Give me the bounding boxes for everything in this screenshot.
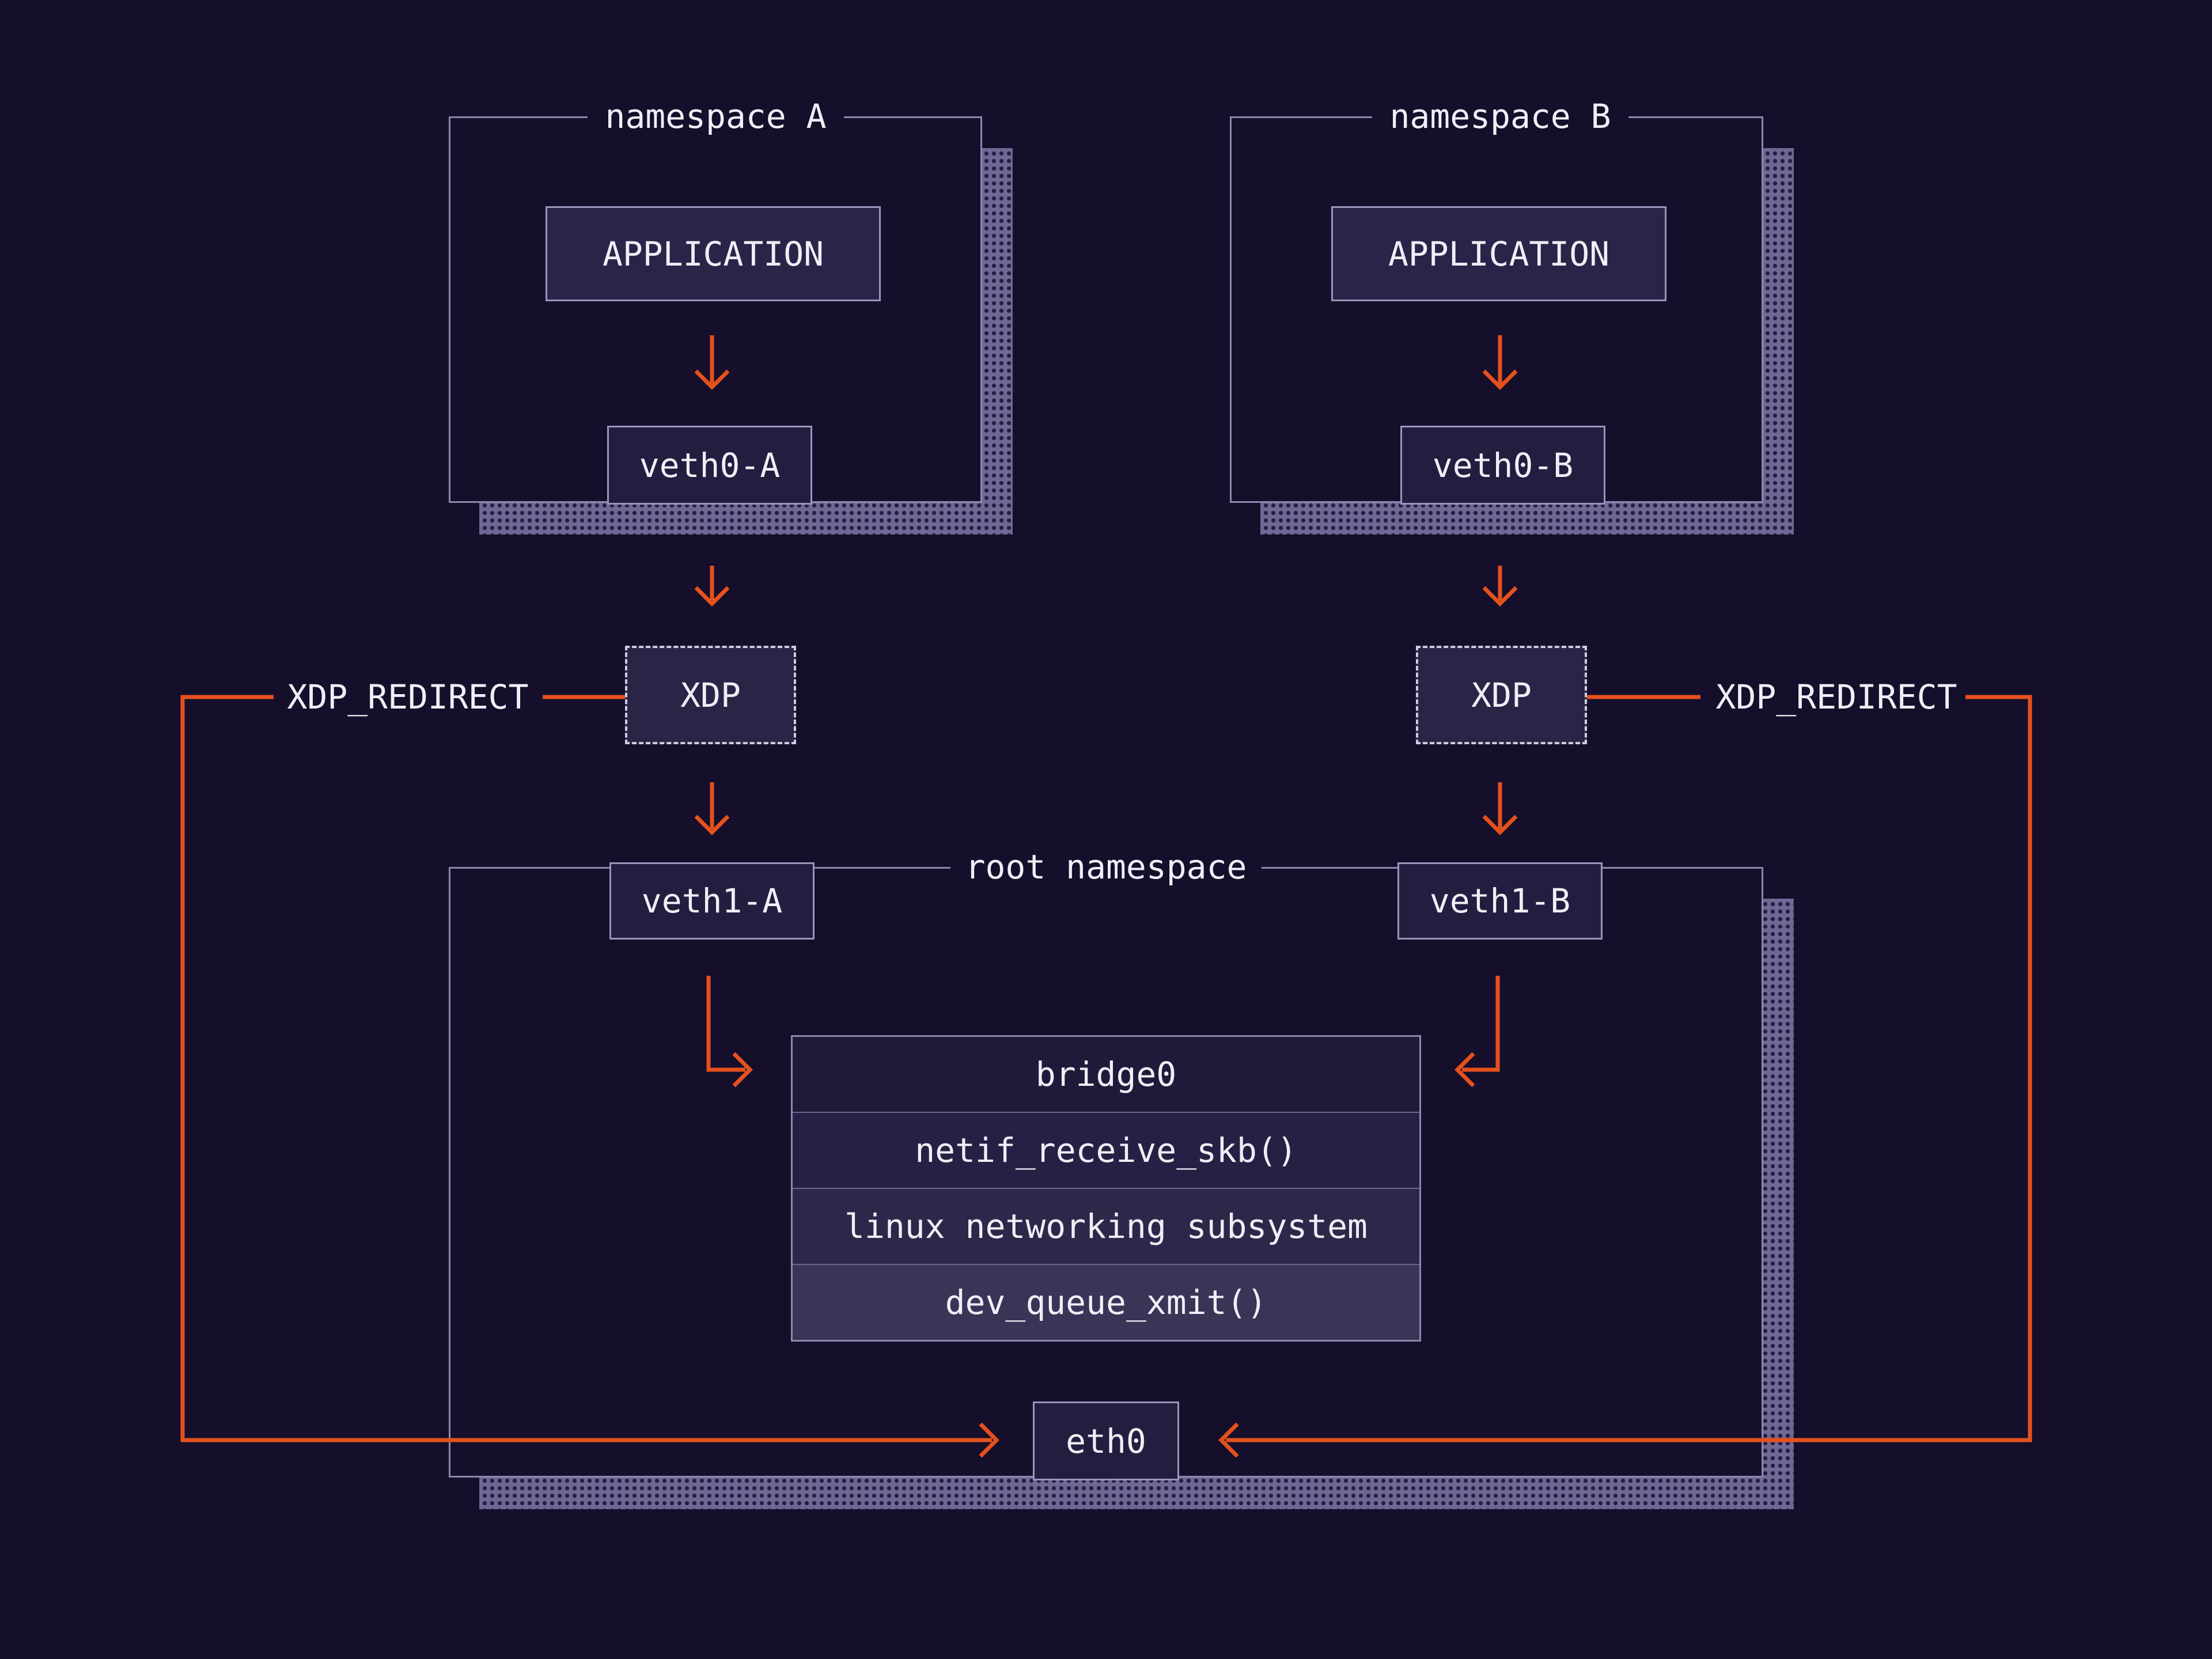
root-namespace-title: root namespace: [950, 835, 1262, 899]
xdp-a-box: XDP: [625, 646, 796, 744]
netif-receive-skb-row: netif_receive_skb(): [793, 1112, 1419, 1188]
arrowhead-xdpB-to-veth1B: [1482, 815, 1518, 835]
application-b-box: APPLICATION: [1331, 206, 1666, 301]
veth0-a-box: veth0-A: [607, 426, 812, 505]
application-a-box: APPLICATION: [546, 206, 881, 301]
veth1-a-box: veth1-A: [609, 862, 815, 940]
arrowhead-nsB-to-xdpB: [1482, 586, 1518, 607]
linux-networking-subsystem-row: linux networking subsystem: [793, 1188, 1419, 1264]
eth0-box: eth0: [1033, 1402, 1179, 1480]
veth1-b-box: veth1-B: [1397, 862, 1603, 940]
xdp-b-box: XDP: [1416, 646, 1587, 744]
arrowhead-xdpA-to-veth1A: [694, 815, 730, 835]
networking-stack: bridge0 netif_receive_skb() linux networ…: [791, 1035, 1421, 1342]
dev-queue-xmit-row: dev_queue_xmit(): [793, 1264, 1419, 1340]
xdp-redirect-left-label: XDP_REDIRECT: [287, 677, 529, 717]
bridge0-row: bridge0: [793, 1037, 1419, 1112]
namespace-a-title: namespace A: [588, 85, 844, 148]
veth0-b-box: veth0-B: [1400, 426, 1605, 505]
xdp-redirect-right-label: XDP_REDIRECT: [1715, 677, 1957, 717]
arrowhead-nsA-to-xdpA: [694, 586, 730, 607]
namespace-b-title: namespace B: [1372, 85, 1628, 148]
